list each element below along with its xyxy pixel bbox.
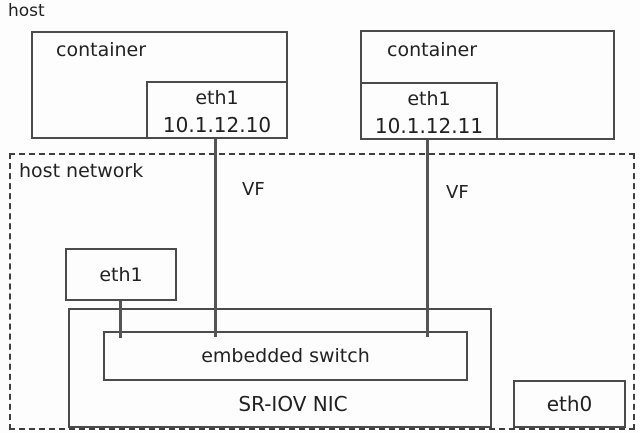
vf-label-2: VF	[446, 182, 469, 203]
host-label: host	[8, 1, 45, 21]
host-eth1-connector-line	[119, 301, 122, 338]
host-network-label: host network	[19, 160, 144, 182]
host-eth1-label: eth1	[99, 263, 143, 286]
container-1-ip: 10.1.12.10	[162, 113, 272, 137]
container-2-eth1-box: eth1 10.1.12.11	[360, 82, 498, 140]
container-1-eth1-label: eth1	[195, 87, 239, 109]
embedded-switch-label: embedded switch	[201, 345, 370, 367]
sriov-nic-label: SR-IOV NIC	[238, 392, 348, 416]
vf-label-1: VF	[242, 179, 265, 200]
eth0-box: eth0	[513, 380, 626, 428]
container-2-label: container	[387, 39, 478, 61]
container-2-ip: 10.1.12.11	[374, 114, 484, 138]
vf-connector-line-2	[426, 140, 429, 337]
host-eth1-box: eth1	[65, 248, 177, 301]
container-1-eth1-box: eth1 10.1.12.10	[146, 81, 288, 139]
container-1-label: container	[56, 39, 147, 61]
vf-connector-line-1	[214, 139, 217, 337]
eth0-label: eth0	[546, 392, 593, 416]
embedded-switch-box: embedded switch	[103, 331, 468, 381]
container-2-eth1-label: eth1	[407, 88, 451, 110]
